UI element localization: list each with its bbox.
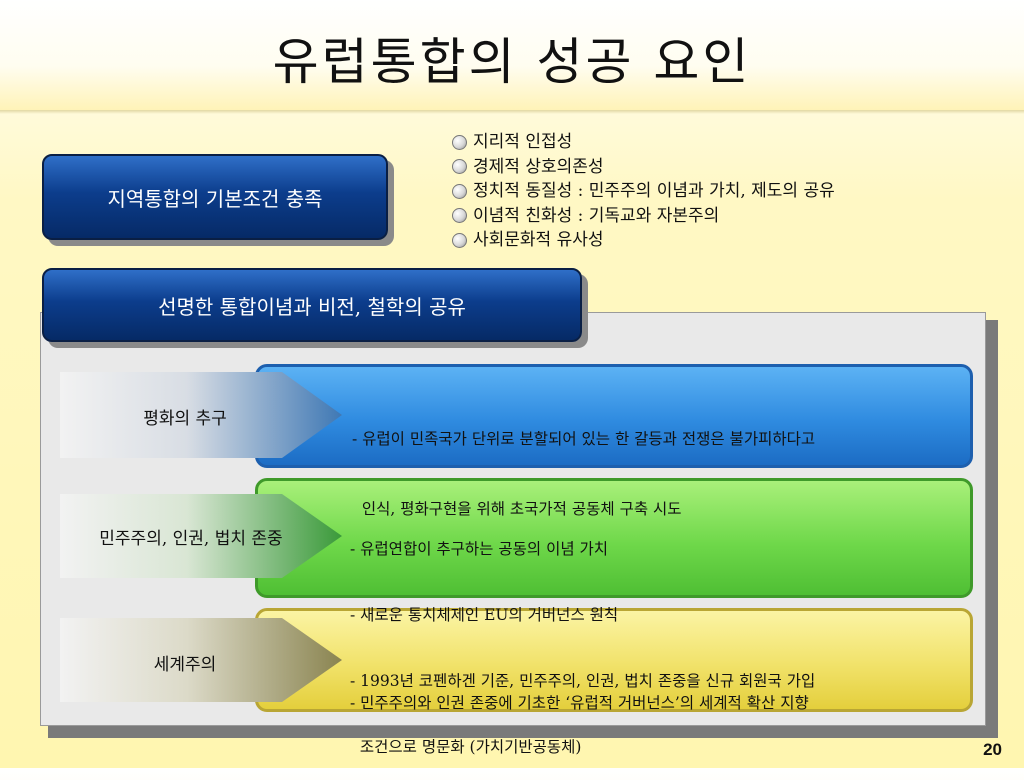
basic-conditions-box: 지역통합의 기본조건 충족: [42, 154, 388, 240]
factor-description: - 유럽이 민족국가 단위로 분할되어 있는 한 갈등과 전쟁은 불가피하다고 …: [352, 384, 964, 542]
list-item: 이념적 친화성 : 기독교와 자본주의: [452, 204, 835, 229]
condition-text: 정치적 동질성 : 민주주의 이념과 가치, 제도의 공유: [473, 181, 835, 201]
bullet-circle-icon: [452, 134, 467, 150]
description-line: - 유럽연합이 추구하는 공동의 이념 가치: [350, 540, 609, 558]
factor-band-cosmopolitanism: [255, 608, 973, 712]
title-bar-shadow: [0, 110, 1024, 114]
factor-description: - 민주주의와 인권 존중에 기초한 ‘유럽적 거버넌스’의 세계적 확산 지향: [350, 648, 962, 736]
list-item: 정치적 동질성 : 민주주의 이념과 가치, 제도의 공유: [452, 179, 835, 204]
factor-label: 민주주의, 인권, 법치 존중: [99, 529, 283, 549]
condition-text: 사회문화적 유사성: [473, 230, 604, 250]
condition-text: 이념적 친화성 : 기독교와 자본주의: [473, 205, 720, 226]
list-item: 경제적 상호의존성: [452, 155, 835, 180]
basic-conditions-label: 지역통합의 기본조건 충족: [107, 186, 323, 211]
slide-title: 유럽통합의 성공 요인: [272, 33, 752, 91]
bullet-circle-icon: [452, 159, 467, 175]
factor-description: - 유럽연합이 추구하는 공동의 이념 가치 - 새로운 통치체제인 EU의 거…: [350, 494, 962, 780]
description-line: - 새로운 통치체제인 EU의 거버넌스 원칙: [350, 606, 619, 624]
bullet-circle-icon: [452, 183, 467, 199]
list-item: 사회문화적 유사성: [452, 228, 835, 253]
condition-text: 지리적 인접성: [473, 132, 573, 152]
bullet-circle-icon: [452, 208, 467, 224]
factor-label: 평화의 추구: [143, 409, 227, 429]
conditions-list: 지리적 인접성 경제적 상호의존성 정치적 동질성 : 민주주의 이념과 가치,…: [452, 130, 835, 253]
title-bar: 유럽통합의 성공 요인: [0, 0, 1024, 114]
factor-arrow-democracy: [60, 494, 342, 578]
vision-box: 선명한 통합이념과 비전, 철학의 공유: [42, 268, 582, 342]
factor-band-peace: [255, 364, 973, 468]
page-number: 20: [983, 740, 1002, 759]
factor-band-democracy: [255, 478, 973, 598]
description-line: - 민주주의와 인권 존중에 기초한 ‘유럽적 거버넌스’의 세계적 확산 지향: [350, 694, 809, 712]
description-line: 조건으로 명문화 (가치기반공동체): [350, 738, 582, 756]
factor-arrow-cosmopolitanism: [60, 618, 342, 702]
list-item: 지리적 인접성: [452, 130, 835, 155]
factor-label: 세계주의: [153, 655, 217, 675]
description-line: - 유럽이 민족국가 단위로 분할되어 있는 한 갈등과 전쟁은 불가피하다고: [352, 430, 816, 448]
description-line: 인식, 평화구현을 위해 초국가적 공동체 구축 시도: [352, 500, 682, 518]
vision-label: 선명한 통합이념과 비전, 철학의 공유: [158, 294, 466, 319]
factor-arrow-peace: [60, 372, 342, 458]
condition-text: 경제적 상호의존성: [473, 156, 604, 177]
description-line: - 1993년 코펜하겐 기준, 민주주의, 인권, 법치 존중을 신규 회원국…: [350, 672, 816, 690]
bullet-circle-icon: [452, 232, 467, 248]
